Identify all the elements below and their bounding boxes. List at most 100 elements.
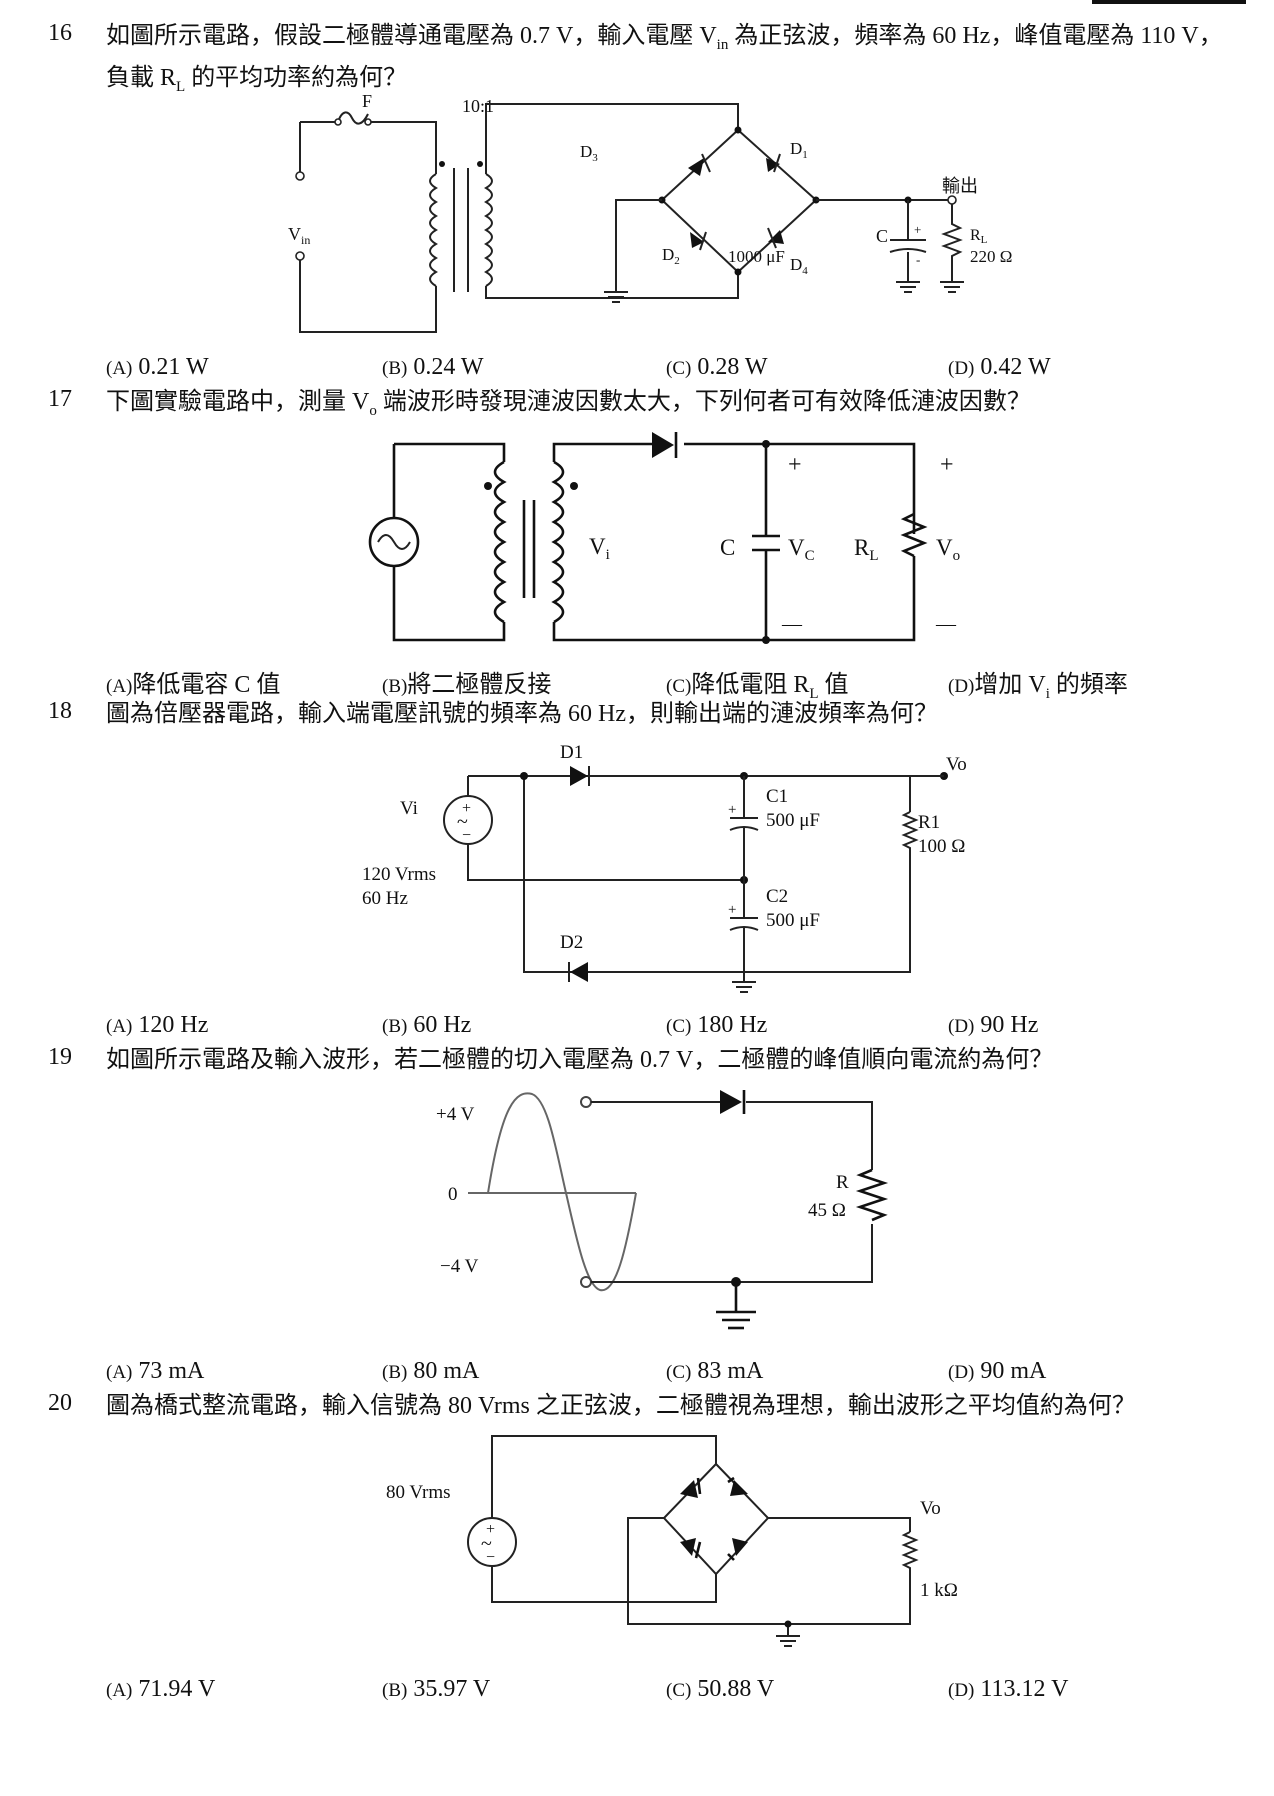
node-dot (734, 126, 742, 134)
option-c[interactable]: (C) 50.88 V (666, 1676, 774, 1703)
option-label: (B) (382, 358, 408, 379)
primary-coil (429, 173, 438, 287)
r1-value: 100 Ω (918, 836, 965, 857)
option-c[interactable]: (C) 0.28 W (666, 354, 768, 381)
option-text: 的頻率 (1049, 672, 1128, 698)
option-text: 值 (818, 672, 849, 698)
diode-d2 (690, 231, 707, 251)
option-a[interactable]: (A) 120 Hz (106, 1012, 208, 1039)
c2-label: C2 (766, 886, 788, 907)
ground-icon (732, 972, 756, 993)
option-label: (D) (948, 358, 975, 379)
option-text: 120 Hz (132, 1012, 209, 1038)
option-d[interactable]: (D) 90 mA (948, 1358, 1046, 1385)
c-label: C (720, 535, 735, 560)
option-label: (A) (106, 1680, 133, 1701)
option-b[interactable]: (B) 60 Hz (382, 1012, 471, 1039)
option-text: 180 Hz (691, 1012, 768, 1038)
vi-label: Vi (589, 534, 610, 563)
d1-label: D1 (790, 139, 808, 161)
option-a[interactable]: (A) 73 mA (106, 1358, 204, 1385)
option-a[interactable]: (A) 0.21 W (106, 354, 209, 381)
option-label: (B) (382, 1016, 408, 1037)
question-text: 圖為倍壓器電路，輸入端電壓訊號的頻率為 60 Hz，則輸出端的漣波頻率為何？ (106, 701, 938, 727)
option-c[interactable]: (C) 180 Hz (666, 1012, 767, 1039)
zero-label: 0 (448, 1184, 458, 1205)
option-text: 0.24 W (407, 354, 484, 380)
d2-label: D2 (662, 245, 680, 267)
secondary-coil (551, 460, 565, 624)
option-b[interactable]: (B)將二極體反接 (382, 664, 551, 699)
d4-label: D4 (790, 255, 808, 277)
option-label: (B) (382, 1362, 408, 1383)
ground-icon (604, 291, 628, 303)
c2-value: 500 μF (766, 910, 820, 931)
node-dot (734, 268, 742, 276)
option-text: 降低電阻 R (691, 672, 810, 698)
input-terminal (295, 251, 305, 261)
diode-d2 (568, 962, 588, 982)
option-d[interactable]: (D) 0.42 W (948, 354, 1051, 381)
option-b[interactable]: (B) 80 mA (382, 1358, 479, 1385)
question-text: 如圖所示電路及輸入波形，若二極體的切入電壓為 0.7 V，二極體的峰值順向電流約… (106, 1047, 1054, 1073)
vo-label: Vo (946, 754, 967, 775)
vc-minus: — (781, 613, 803, 635)
turns-ratio-label: 10:1 (462, 96, 494, 116)
option-text: 降低電容 C 值 (132, 672, 281, 698)
question-text-sub: L (176, 78, 186, 95)
option-c[interactable]: (C) 83 mA (666, 1358, 763, 1385)
question-text-sub: o (369, 402, 377, 419)
source-value: 120 Vrms (362, 864, 436, 885)
capacitor-plate (889, 248, 927, 253)
half-wave-rectifier-figure: Vi C VC RL Vo + + — — (368, 432, 960, 644)
vo-minus: — (935, 613, 957, 635)
option-d[interactable]: (D) 90 Hz (948, 1012, 1038, 1039)
rl-value: 220 Ω (970, 247, 1012, 266)
option-text: 60 Hz (407, 1012, 472, 1038)
option-label: (C) (666, 676, 692, 697)
option-a[interactable]: (A) 71.94 V (106, 1676, 215, 1703)
c2-plate (729, 926, 759, 931)
ground-icon (716, 1282, 756, 1330)
option-text: 80 mA (407, 1358, 480, 1384)
ground-icon (776, 1624, 800, 1647)
option-b[interactable]: (B) 35.97 V (382, 1676, 490, 1703)
cap-name: C (876, 226, 888, 246)
question-text: 圖為橋式整流電路，輸入信號為 80 Vrms 之正弦波，二極體視為理想，輸出波形… (106, 1393, 1136, 1419)
option-label: (A) (106, 1016, 133, 1037)
option-d[interactable]: (D)增加 Vi 的頻率 (948, 664, 1128, 703)
vo-plus: + (940, 452, 954, 478)
diode-d1 (766, 153, 781, 173)
secondary-coil (484, 173, 493, 287)
option-label: (C) (666, 1362, 692, 1383)
vi-label: Vi (400, 798, 418, 819)
question-number: 18 (48, 698, 72, 724)
vc-plus: + (788, 452, 802, 478)
option-b[interactable]: (B) 0.24 W (382, 354, 484, 381)
ground-wire (615, 199, 662, 292)
question-text-part: 如圖所示電路，假設二極體導通電壓為 0.7 V，輸入電壓 V (106, 23, 717, 49)
option-c[interactable]: (C)降低電阻 RL 值 (666, 664, 849, 703)
load-resistor (901, 1531, 919, 1577)
fuse-terminal (364, 118, 372, 126)
option-text-sub: L (809, 685, 819, 702)
fuse-terminal (334, 118, 342, 126)
source-minus: − (486, 1549, 495, 1566)
option-a[interactable]: (A)降低電容 C 值 (106, 664, 280, 699)
vin-label: Vin (288, 224, 310, 247)
option-text: 35.97 V (407, 1676, 491, 1702)
source-plus: + (462, 800, 471, 817)
c1-plate (729, 826, 759, 831)
question-number: 19 (48, 1044, 72, 1070)
source-tilde: ~ (457, 811, 468, 833)
c1-value: 500 μF (766, 810, 820, 831)
load-resistor (900, 512, 928, 558)
question-number: 16 (48, 20, 72, 46)
question-number: 20 (48, 1390, 72, 1416)
rl-label: RL (970, 227, 988, 246)
option-text: 90 Hz (974, 1012, 1039, 1038)
ground-icon (940, 281, 964, 293)
output-label: 輸出 (942, 176, 978, 196)
secondary-wire (485, 103, 739, 299)
option-d[interactable]: (D) 113.12 V (948, 1676, 1068, 1703)
